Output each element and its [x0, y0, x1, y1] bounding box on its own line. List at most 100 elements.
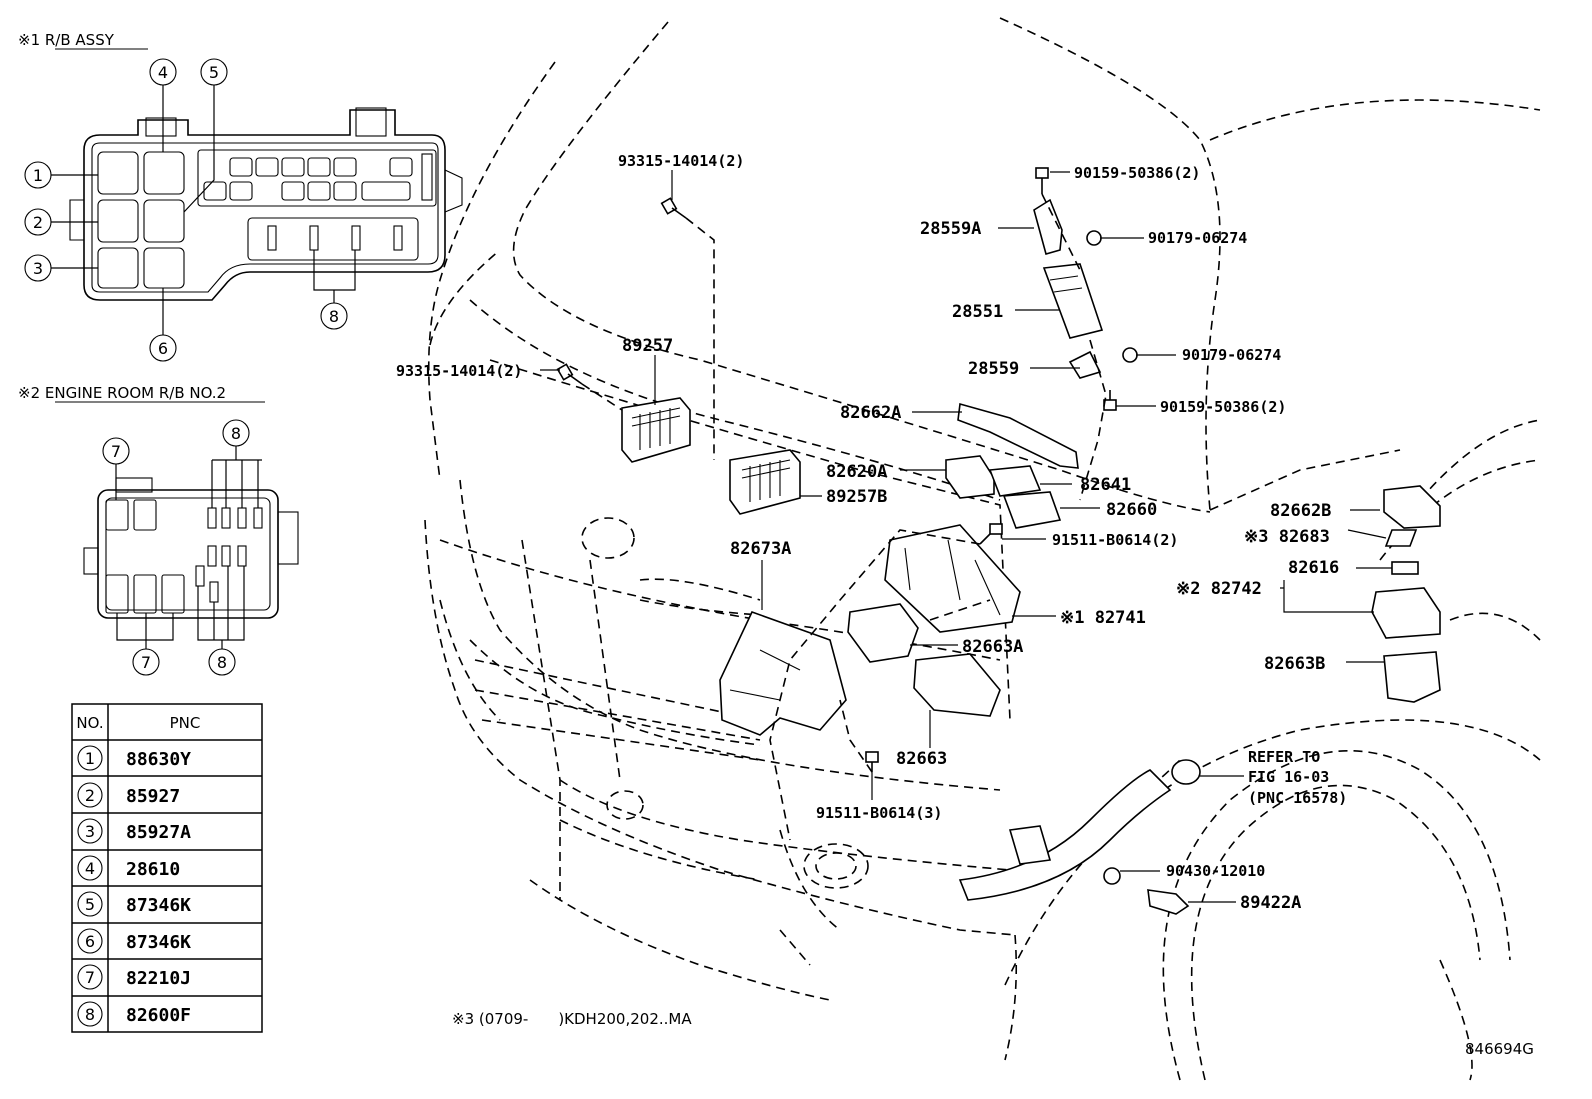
- marker-6: 6: [158, 339, 168, 358]
- footnote-3: ※3 (0709- )KDH200,202..MA: [452, 1010, 692, 1028]
- table-row-no: 3: [85, 822, 95, 841]
- marker-5: 5: [209, 63, 219, 82]
- marker-7-top: 7: [111, 442, 121, 461]
- callout-91511-bottom: 91511-B0614(3): [816, 804, 942, 822]
- callout-90159-bottom: 90159-50386(2): [1160, 398, 1286, 416]
- legend-table: NO. PNC 1 88630Y 2 85927 3 85927A 4 2861…: [71, 703, 263, 1033]
- table-row-pnc: 82600F: [126, 1005, 191, 1026]
- callout-82616: 82616: [1288, 558, 1339, 578]
- marker-1: 1: [33, 166, 43, 185]
- box-82663B-icon: [1383, 651, 1441, 703]
- module-89257B-icon: [729, 449, 801, 515]
- callout-93315-top: 93315-14014(2): [618, 152, 744, 170]
- table-row-no: 6: [85, 932, 95, 951]
- table-row-pnc: 28610: [126, 859, 180, 880]
- table-row-no: 1: [85, 749, 95, 768]
- nut-90179-bottom-icon: [1122, 347, 1138, 363]
- callout-82741: ※1 82741: [1060, 608, 1146, 628]
- rb-assy-inset: ※1 R/B ASSY: [18, 31, 463, 362]
- diagram-id: 846694G: [1465, 1040, 1534, 1058]
- marker-8-top: 8: [231, 424, 241, 443]
- callout-90159-top: 90159-50386(2): [1074, 164, 1200, 182]
- bracket-82673A-icon: [719, 611, 847, 736]
- bolt-93315-top-icon: [660, 197, 687, 219]
- rb-assy-title: ※1 R/B ASSY: [18, 31, 115, 49]
- sensor-89422A-icon: [1147, 889, 1190, 915]
- leader-lines: [540, 170, 1392, 903]
- table-row-no: 7: [85, 968, 95, 987]
- marker-3: 3: [33, 259, 43, 278]
- marker-8: 8: [329, 307, 339, 326]
- callout-90179-bottom: 90179-06274: [1182, 346, 1281, 364]
- table-row-no: 8: [85, 1005, 95, 1024]
- bolt-91511-top-icon: [979, 523, 1003, 545]
- marker-2: 2: [33, 213, 43, 232]
- callout-82742: ※2 82742: [1176, 579, 1262, 599]
- plate-82683-icon: [1384, 529, 1418, 547]
- parts: [556, 167, 1441, 915]
- relay-block-82741-icon: [884, 524, 1021, 633]
- hose-16578-icon: [958, 769, 1172, 901]
- relay-82620A-icon: [945, 455, 995, 499]
- callout-82663B: 82663B: [1264, 654, 1325, 674]
- box-82663-icon: [913, 653, 1001, 717]
- bolt-90159-top-icon: [1035, 167, 1049, 194]
- cover-82662A-icon: [957, 402, 1079, 469]
- refer-to-line1: REFER TO: [1248, 748, 1320, 766]
- module-28551-icon: [1042, 263, 1104, 339]
- callout-82663: 82663: [896, 749, 947, 769]
- callout-89257B: 89257B: [826, 487, 887, 507]
- table-row-no: 2: [85, 786, 95, 805]
- table-row-pnc: 87346K: [126, 932, 191, 953]
- callout-28559A: 28559A: [920, 219, 981, 239]
- callout-91511-top: 91511-B0614(2): [1052, 531, 1178, 549]
- callout-28551: 28551: [952, 302, 1003, 322]
- marker-4: 4: [158, 63, 168, 82]
- callout-89422A: 89422A: [1240, 893, 1301, 913]
- bracket-28559-icon: [1068, 350, 1102, 379]
- module-89257-icon: [621, 397, 691, 463]
- callout-82673A: 82673A: [730, 539, 791, 559]
- table-row-pnc: 85927: [126, 786, 180, 807]
- callout-82662B: 82662B: [1270, 501, 1331, 521]
- relay-82641-icon: [988, 465, 1042, 497]
- refer-to-line3: (PNC 16578): [1248, 789, 1347, 807]
- table-row-no: 5: [85, 895, 95, 914]
- engine-room-rb2-title: ※2 ENGINE ROOM R/B NO.2: [18, 384, 226, 402]
- refer-to-line2: FIG 16-03: [1248, 768, 1329, 786]
- table-header-pnc: PNC: [170, 714, 201, 732]
- marker-7-bottom: 7: [141, 653, 151, 672]
- callout-28559: 28559: [968, 359, 1019, 379]
- cover-82662B-icon: [1383, 485, 1441, 529]
- callout-90179-top: 90179-06274: [1148, 229, 1247, 247]
- callout-82662A: 82662A: [840, 403, 901, 423]
- bolt-91511-bottom-icon: [865, 751, 879, 772]
- bolt-93315-left-icon: [556, 363, 583, 385]
- callout-82683: ※3 82683: [1244, 527, 1330, 547]
- callout-93315-left: 93315-14014(2): [396, 362, 522, 380]
- table-row-pnc: 82210J: [126, 968, 191, 989]
- table-row-pnc: 88630Y: [126, 749, 191, 770]
- callout-82641: 82641: [1080, 475, 1131, 495]
- gasket-90430-icon: [1103, 867, 1121, 885]
- table-row-pnc: 87346K: [126, 895, 191, 916]
- table-header-no: NO.: [76, 714, 103, 732]
- callouts: 93315-14014(2) 93315-14014(2) 89257 8925…: [396, 152, 1347, 913]
- vehicle-outline: [424, 17, 1541, 1081]
- box-82663A-icon: [847, 603, 919, 663]
- nut-90179-top-icon: [1086, 230, 1102, 246]
- callout-82660: 82660: [1106, 500, 1157, 520]
- callout-82663A: 82663A: [962, 637, 1023, 657]
- relay-block-82742-icon: [1371, 587, 1441, 639]
- callout-90430: 90430-12010: [1166, 862, 1265, 880]
- fuse-82616-icon: [1391, 561, 1419, 575]
- relay-82660-icon: [1002, 491, 1062, 529]
- marker-8-bottom: 8: [217, 653, 227, 672]
- callout-89257: 89257: [622, 336, 673, 356]
- bracket-28559A-icon: [1033, 198, 1063, 255]
- engine-room-rb2-inset: ※2 ENGINE ROOM R/B NO.2 7 8 7 8: [18, 384, 299, 676]
- table-row-no: 4: [85, 859, 95, 878]
- table-row-pnc: 85927A: [126, 822, 191, 843]
- callout-82620A: 82620A: [826, 462, 887, 482]
